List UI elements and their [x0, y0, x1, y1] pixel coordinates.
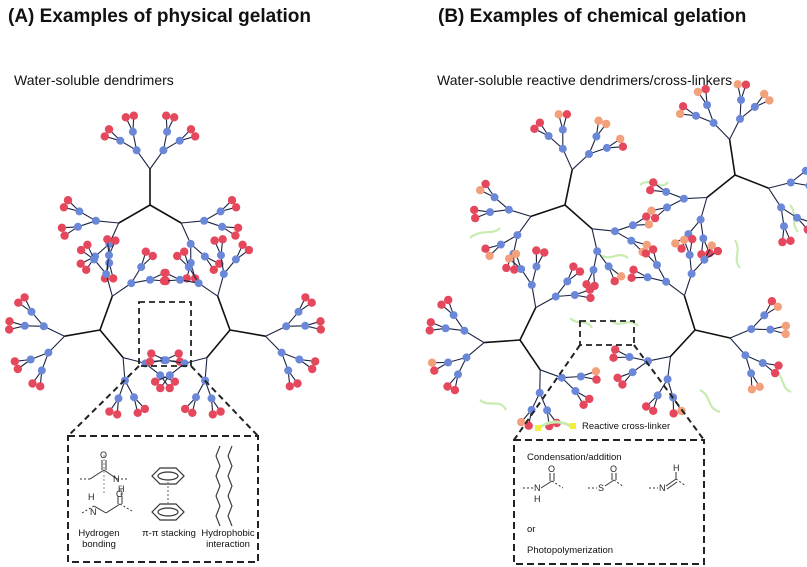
svg-text:N: N [659, 483, 666, 493]
svg-text:H: H [673, 463, 680, 473]
hydrophobic-chains [215, 445, 233, 527]
label-hydrogen-bonding: Hydrogen bonding [78, 528, 120, 550]
dendrimer-a-right [145, 235, 325, 419]
dendrimer-b-bottomright [609, 234, 792, 418]
label-condensation: Condensation/addition [527, 452, 622, 463]
svg-text:H: H [118, 484, 125, 494]
label-or: or [527, 524, 536, 535]
dendrimer-group [5, 80, 807, 431]
panel-b-zoom-region [579, 320, 635, 346]
panel-a-zoom: O N H H N O [67, 301, 259, 563]
thioester-structure [588, 473, 625, 489]
svg-text:N: N [113, 474, 120, 484]
panel-b-zoom: O N H O S H N [513, 320, 705, 565]
imine-structure [649, 472, 687, 490]
svg-text:S: S [598, 483, 604, 493]
dendrimer-a-top [57, 111, 243, 283]
chemical-atoms: O N H O S H N [534, 463, 680, 504]
label-photopolymerization: Photopolymerization [527, 545, 614, 556]
zoom-line-left [67, 365, 140, 437]
hydrogen-bond-structure [80, 455, 133, 514]
pi-stack-structure [151, 467, 185, 521]
panel-a-detail-box [67, 435, 259, 563]
legend-crosslinker-label: Reactive cross-linker [582, 421, 671, 432]
panel-b-subtitle: Water-soluble reactive dendrimers/cross-… [437, 72, 733, 88]
dendrimer-b-topleft [469, 110, 654, 291]
label-pi-stacking: π-π stacking [142, 528, 196, 539]
hydrogen-bond-atoms: O N H H N O [88, 450, 125, 517]
panel-b-detail-box [513, 439, 705, 565]
dendrimer-a-left [5, 235, 185, 419]
svg-text:O: O [116, 489, 123, 499]
crosslinker-legend-icon [535, 420, 576, 431]
svg-text:H: H [88, 492, 95, 502]
panel-a-title: (A) Examples of physical gelation [8, 6, 312, 27]
svg-text:O: O [548, 464, 555, 474]
svg-text:H: H [534, 494, 541, 504]
panel-a-zoom-region [138, 301, 192, 367]
zoom-line-right [190, 365, 259, 437]
svg-text:O: O [610, 464, 617, 474]
panel-b-title: (B) Examples of chemical gelation [438, 6, 747, 27]
amide-structure [523, 473, 564, 489]
svg-text:N: N [534, 483, 541, 493]
dendrimer-b-bottomleft [425, 246, 601, 431]
label-hydrophobic-interaction: Hydrophobic interaction [201, 528, 255, 550]
dendrimer-b-topright [639, 80, 807, 269]
panel-a-subtitle: Water-soluble dendrimers [14, 72, 174, 88]
svg-text:O: O [100, 450, 107, 460]
svg-text:N: N [90, 507, 97, 517]
